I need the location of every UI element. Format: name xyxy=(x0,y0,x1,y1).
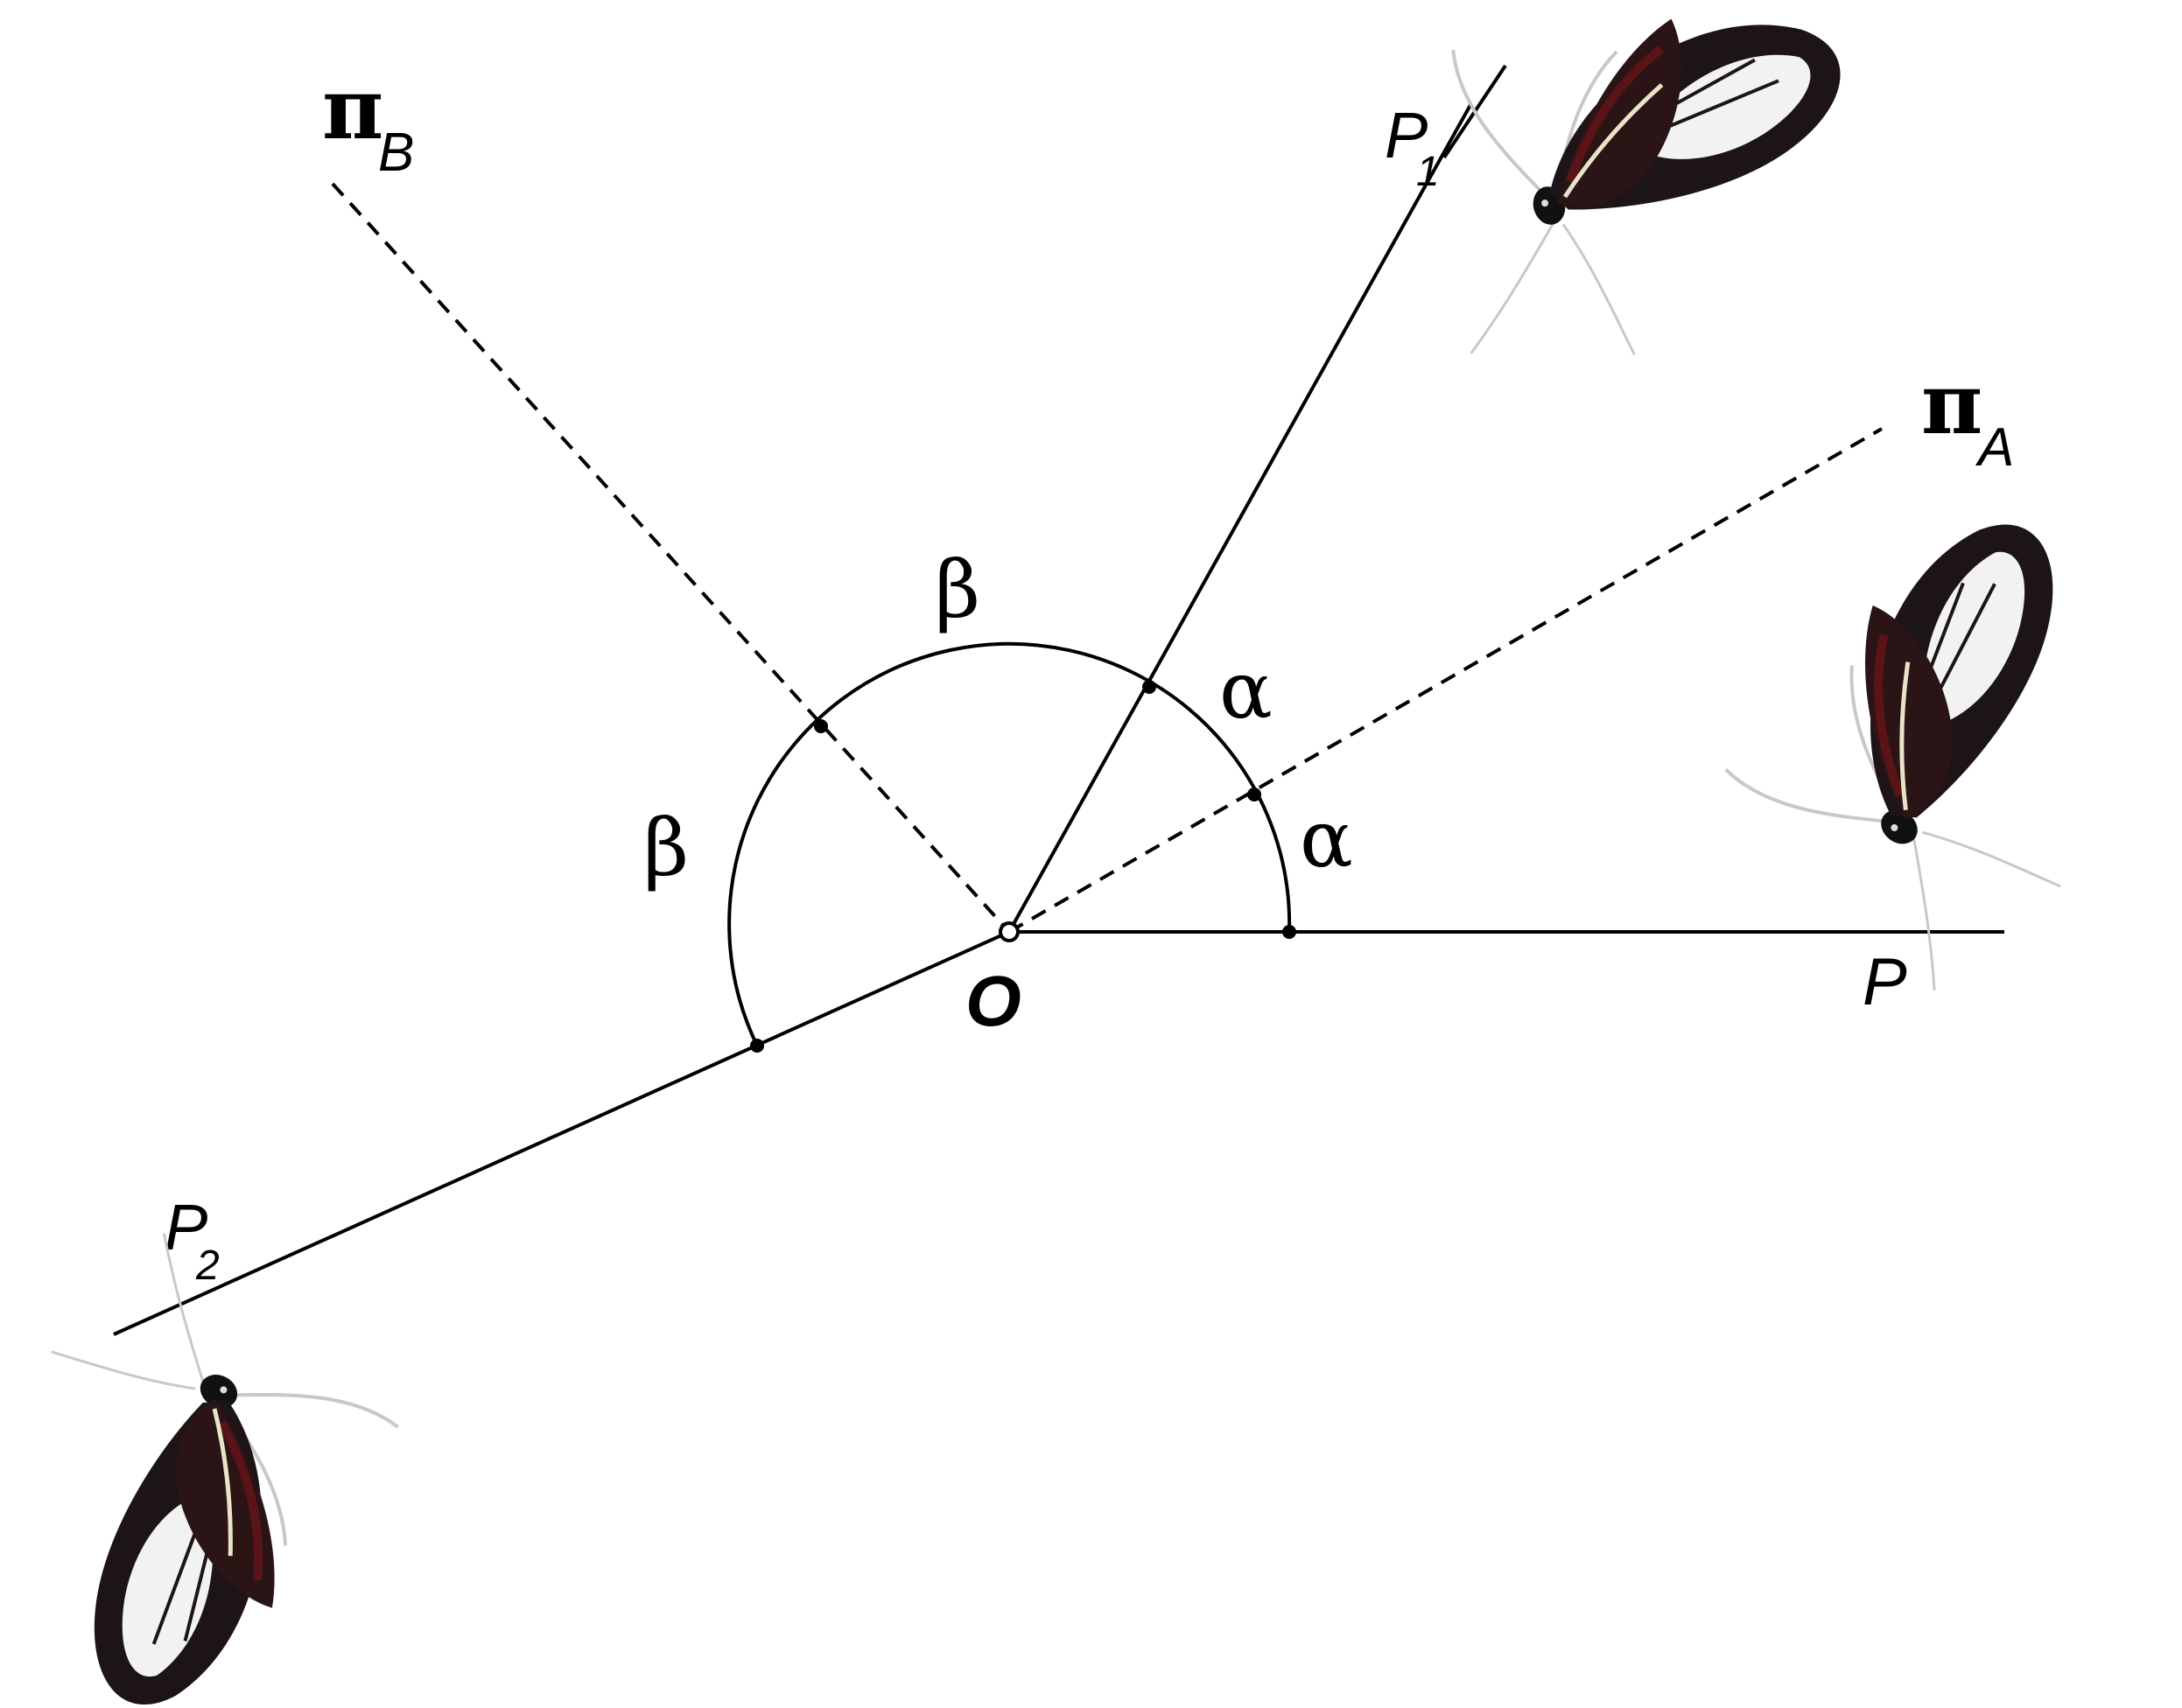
label-beta-top: β xyxy=(935,544,980,636)
mirror-line-pi-a xyxy=(1008,427,1883,934)
label-pi-a-subscript: A xyxy=(1975,417,2014,478)
label-p2-subscript: 2 xyxy=(195,1242,220,1289)
label-p1-subscript: 1 xyxy=(1416,149,1440,195)
label-pi-b: π xyxy=(322,60,383,158)
butterfly-icon xyxy=(1394,0,1898,396)
arc-point-pi-a xyxy=(1247,788,1261,802)
label-o: O xyxy=(965,962,1021,1041)
label-alpha-upper: α xyxy=(1219,645,1273,737)
arc-point-p xyxy=(1282,925,1296,939)
origin-point xyxy=(999,921,1020,942)
angle-arc xyxy=(727,641,1292,1046)
label-p1: P xyxy=(1385,99,1428,172)
label-pi-b-subscript: B xyxy=(378,122,414,183)
arc-point-p1 xyxy=(1142,680,1156,694)
label-p: P xyxy=(1863,945,1907,1019)
label-alpha-lower: α xyxy=(1300,794,1353,886)
segment-o-p1 xyxy=(1007,104,1472,933)
label-pi-a: π xyxy=(1921,354,1982,453)
arc-point-p2 xyxy=(750,1039,764,1053)
label-beta-left: β xyxy=(643,802,689,894)
arc-point-pi-b xyxy=(814,719,828,733)
segment-o-p2 xyxy=(113,930,1010,1336)
label-p2: P xyxy=(165,1191,207,1264)
mirror-line-pi-b xyxy=(331,182,1011,934)
